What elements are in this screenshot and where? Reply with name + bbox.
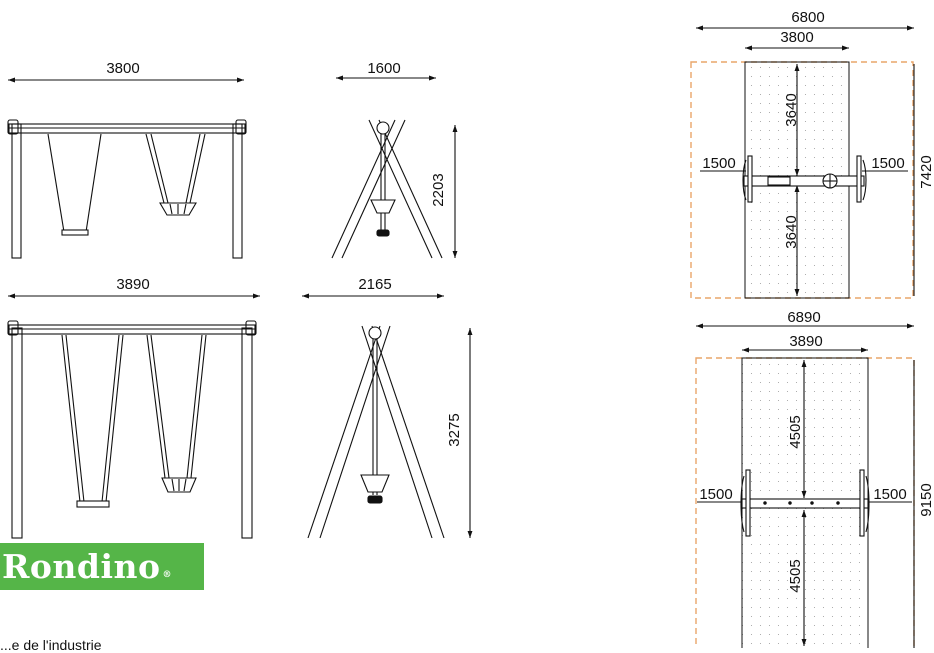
dim-plan2-bottom-depth: 4505 bbox=[787, 559, 804, 592]
right-post bbox=[241, 327, 253, 539]
registered-mark: ® bbox=[162, 570, 173, 580]
brand-logo: Rondino® bbox=[0, 544, 206, 590]
dim-plan2-right-margin: 1500 bbox=[873, 486, 906, 503]
plan-view-small: 6800 3800 3640 3640 1500 1500 7420 bbox=[690, 9, 934, 299]
chain bbox=[145, 133, 165, 204]
brand-name: Rondino bbox=[2, 547, 161, 586]
dim-plan2-total-depth: 9150 bbox=[918, 483, 934, 516]
dim-plan1-total-width: 6800 bbox=[791, 9, 824, 26]
beam-end bbox=[368, 326, 382, 340]
brand-tagline: ...e de l'industrie bbox=[0, 637, 102, 653]
dim-large-height: 3275 bbox=[446, 413, 463, 446]
brand-logo-box bbox=[0, 543, 204, 590]
baby-seat-side bbox=[360, 474, 390, 493]
small-swing-side-view bbox=[331, 75, 458, 259]
flat-seat bbox=[76, 500, 110, 508]
small-swing-front-view bbox=[7, 77, 247, 259]
dim-small-front-width: 3800 bbox=[106, 60, 139, 77]
dim-small-height: 2203 bbox=[430, 173, 447, 206]
dim-large-side-width: 2165 bbox=[358, 276, 391, 293]
dim-plan1-top-depth: 3640 bbox=[783, 93, 800, 126]
baby-seat-side bbox=[370, 199, 396, 214]
dim-small-side-width: 1600 bbox=[367, 60, 400, 77]
dim-plan2-top-depth: 4505 bbox=[787, 415, 804, 448]
flat-seat bbox=[61, 229, 89, 236]
dim-plan1-right-margin: 1500 bbox=[871, 155, 904, 172]
chain bbox=[189, 133, 206, 204]
dim-plan2-frame-width: 3890 bbox=[789, 333, 822, 350]
dim-plan1-frame-width: 3800 bbox=[780, 29, 813, 46]
dim-plan2-total-width: 6890 bbox=[787, 309, 820, 326]
dim-plan1-total-depth: 7420 bbox=[918, 155, 934, 188]
chain bbox=[47, 133, 65, 233]
dim-plan2-left-margin: 1500 bbox=[699, 486, 732, 503]
large-swing-front-view bbox=[7, 293, 260, 539]
chain bbox=[85, 133, 102, 233]
right-post bbox=[232, 123, 243, 259]
left-post bbox=[11, 123, 22, 259]
large-swing-side-view bbox=[302, 293, 473, 539]
plan-view-large: 6890 3890 4505 4505 1500 1500 9150 bbox=[695, 309, 934, 648]
dim-plan1-left-margin: 1500 bbox=[702, 155, 735, 172]
beam-end bbox=[376, 121, 390, 135]
dim-large-front-width: 3890 bbox=[116, 276, 149, 293]
safety-zone-outline bbox=[695, 357, 915, 648]
dim-plan1-bottom-depth: 3640 bbox=[783, 215, 800, 248]
left-post bbox=[11, 327, 23, 539]
